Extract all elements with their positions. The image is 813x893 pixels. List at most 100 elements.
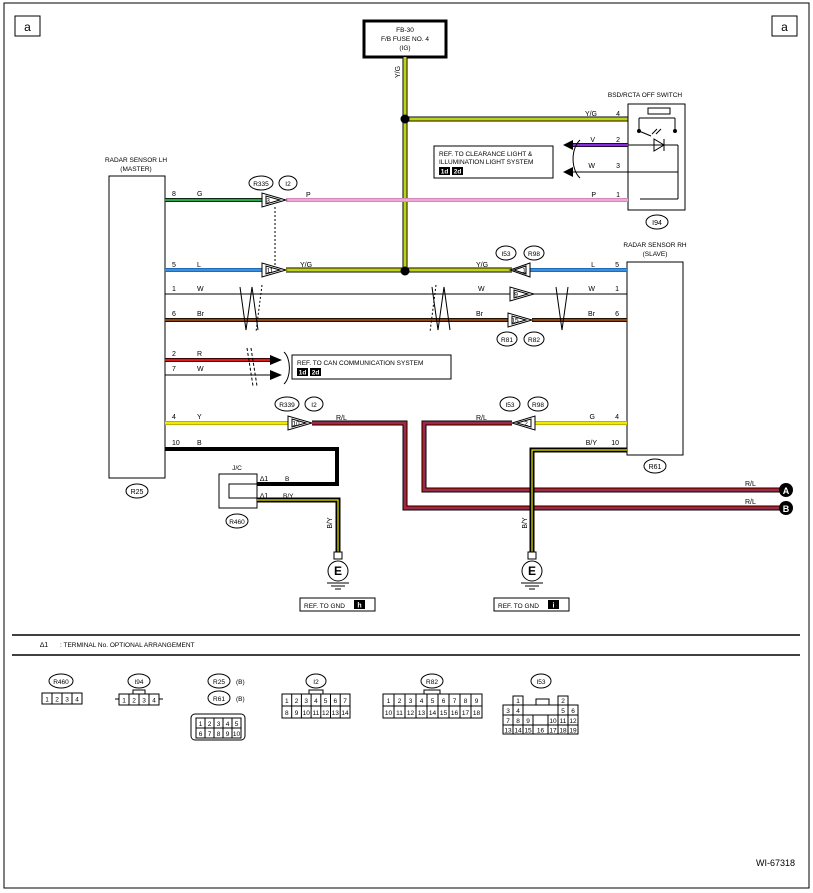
- svg-text:7: 7: [453, 698, 457, 705]
- wire-w-can: [165, 370, 282, 380]
- svg-text:7: 7: [208, 731, 212, 738]
- svg-text:10: 10: [611, 440, 619, 447]
- svg-text:W: W: [197, 286, 204, 293]
- switch-connector-label: I94: [652, 220, 662, 227]
- clearance-ref-line1: REF. TO CLEARANCE LIGHT &: [439, 151, 533, 158]
- svg-text:2: 2: [208, 721, 212, 728]
- svg-text:L: L: [197, 262, 201, 269]
- svg-text:2: 2: [132, 698, 136, 705]
- svg-text:5: 5: [561, 708, 565, 715]
- svg-text:REF. TO GND: REF. TO GND: [304, 603, 345, 610]
- svg-text:R: R: [197, 351, 202, 358]
- jc-star1: ∆1: [260, 476, 268, 483]
- connector-view-r460: R460 1 2 3 4: [41, 673, 83, 705]
- svg-text:3: 3: [304, 698, 308, 705]
- wire-b-jc: [165, 447, 339, 486]
- svg-text:13: 13: [418, 710, 426, 717]
- svg-text:13: 13: [332, 710, 340, 717]
- svg-text:19: 19: [569, 728, 577, 735]
- ground-ref-left: REF. TO GND h: [299, 597, 376, 612]
- svg-text:6: 6: [199, 731, 203, 738]
- svg-text:E: E: [528, 564, 536, 578]
- can-ref-box: REF. TO CAN COMMUNICATION SYSTEM 1d 2d: [291, 354, 452, 380]
- svg-text:R98: R98: [528, 251, 540, 258]
- svg-text:(B): (B): [236, 679, 245, 686]
- corner-label-left: a: [14, 15, 41, 37]
- svg-text:6: 6: [333, 698, 337, 705]
- svg-text:1: 1: [516, 698, 520, 705]
- wire-rl-left-label: R/L: [336, 415, 347, 422]
- svg-text:11: 11: [267, 268, 274, 275]
- svg-text:10: 10: [292, 421, 300, 428]
- svg-text:1: 1: [387, 698, 391, 705]
- terminal-a: A: [779, 483, 793, 497]
- clearance-ref-tag1: 1d: [441, 169, 449, 176]
- svg-text:18: 18: [473, 710, 481, 717]
- svg-text:14: 14: [429, 710, 437, 717]
- can-ref-bracket: [283, 351, 290, 385]
- svg-text:4: 4: [152, 698, 156, 705]
- sensor-rh-connector-label: R61: [649, 464, 662, 471]
- wire-w-switch: [563, 167, 628, 177]
- switch-wire-p: P: [591, 192, 596, 199]
- switch-wire-v: V: [590, 137, 595, 144]
- jc-wire2: B/Y: [283, 493, 294, 500]
- svg-text:15: 15: [440, 710, 448, 717]
- clearance-ref-box: REF. TO CLEARANCE LIGHT & ILLUMINATION L…: [433, 145, 554, 179]
- switch-wire-yg: Y/G: [585, 111, 597, 118]
- svg-text:R460: R460: [53, 679, 69, 686]
- sensor-lh-connector-label: R25: [131, 489, 144, 496]
- switch-pin-3: 3: [616, 163, 620, 170]
- switch-pin-4: 4: [616, 111, 620, 118]
- connector-view-r25-r61: R25 (B) R61 (B) 1 2 3 4 5 6 7 8 9 10: [190, 673, 246, 741]
- connector-i2-l: 11: [261, 262, 288, 278]
- svg-text:17: 17: [549, 728, 557, 735]
- can-ref-tag1: 1d: [299, 370, 307, 377]
- wire-yg-left-label: Y/G: [300, 262, 312, 269]
- sensor-lh-title: RADAR SENSOR LH: [105, 157, 167, 164]
- footnote-star: ∆1: [40, 642, 48, 649]
- can-twist-mark: [246, 347, 258, 387]
- svg-text:4: 4: [420, 698, 424, 705]
- svg-text:2: 2: [55, 697, 59, 704]
- connector-view-i94: I94 1 2 3 4: [115, 673, 163, 706]
- svg-text:12: 12: [407, 710, 415, 717]
- switch-title: BSD/RCTA OFF SWITCH: [608, 92, 683, 99]
- wire-br: 15: [165, 312, 627, 328]
- svg-text:9: 9: [526, 718, 530, 725]
- footnote-text: : TERMINAL No. OPTIONAL ARRANGEMENT: [60, 642, 195, 649]
- wire-w-mid-label: W: [478, 286, 485, 293]
- svg-text:B/Y: B/Y: [586, 440, 598, 447]
- connector-i53-mid: 2 I53 R98: [499, 396, 549, 431]
- fuse-box: FB-30 F/B FUSE NO. 4 (IG): [362, 19, 448, 59]
- svg-text:1: 1: [199, 721, 203, 728]
- wire-by-right-label: B/Y: [522, 517, 529, 529]
- svg-text:10: 10: [303, 710, 311, 717]
- ground-right: E: [521, 551, 543, 590]
- jc-star2: ∆1: [260, 493, 268, 500]
- clearance-ref-line2: ILLUMINATION LIGHT SYSTEM: [439, 159, 533, 166]
- svg-text:B: B: [197, 440, 202, 447]
- wire-rl-b-label: R/L: [745, 499, 756, 506]
- switch-pin-2: 2: [616, 137, 620, 144]
- sensor-rh-title: RADAR SENSOR RH: [623, 242, 687, 249]
- svg-text:B: B: [783, 504, 790, 514]
- wire-p-label: P: [306, 192, 311, 199]
- wire-w-twisted: 9: [165, 286, 627, 302]
- svg-text:10: 10: [385, 710, 393, 717]
- svg-text:14: 14: [341, 710, 349, 717]
- switch-pin-1: 1: [616, 192, 620, 199]
- clearance-ref-tag2: 2d: [454, 169, 462, 176]
- wire-br-mid-label: Br: [476, 311, 484, 318]
- fuse-line3: (IG): [399, 45, 410, 52]
- figure-id: WI-67318: [756, 858, 795, 868]
- switch-connector-tag: I94: [645, 214, 669, 230]
- svg-text:W: W: [197, 366, 204, 373]
- svg-text:15: 15: [511, 318, 519, 325]
- jc-connector-tag: R460: [225, 513, 249, 529]
- svg-text:2: 2: [561, 698, 565, 705]
- svg-text:11: 11: [396, 710, 403, 717]
- svg-text:8: 8: [285, 710, 289, 717]
- svg-text:7: 7: [506, 718, 510, 725]
